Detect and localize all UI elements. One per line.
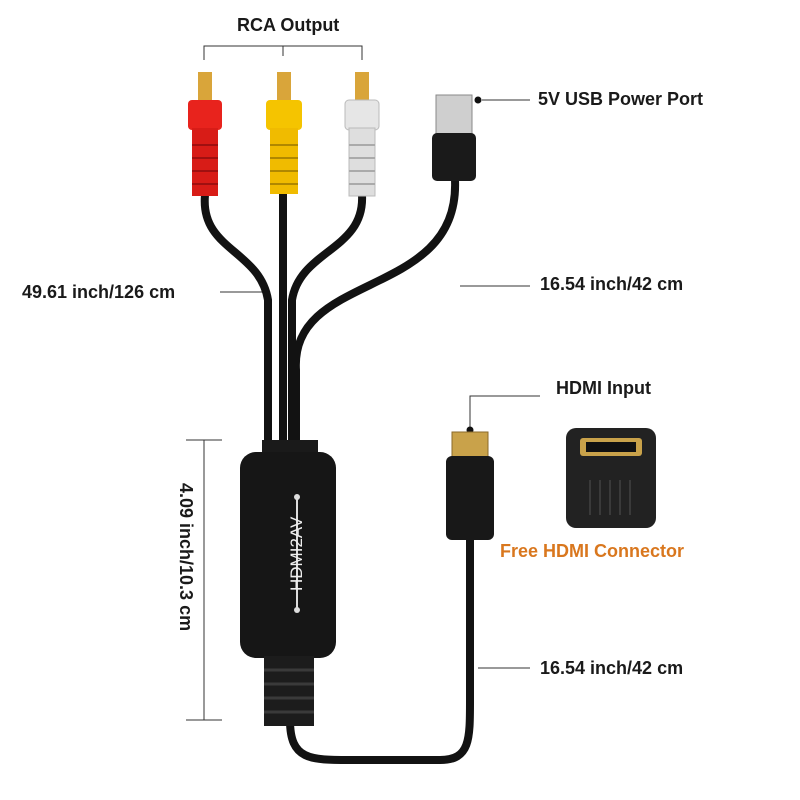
box-length-label: 4.09 inch/10.3 cm: [176, 483, 196, 632]
cables: [200, 176, 474, 764]
hdmi-input-label: HDMI Input: [556, 378, 651, 398]
hdmi-length-label: 16.54 inch/42 cm: [540, 658, 684, 678]
rca-yellow-plug: [266, 72, 302, 194]
usb-power-label: 5V USB Power Port: [538, 89, 704, 109]
rca-white-plug: [344, 72, 380, 197]
rca-length-label: 49.61 inch/126 cm: [22, 282, 176, 302]
usb-plug: [432, 94, 476, 181]
dimension-lines: [186, 45, 540, 721]
usb-pointer-dot: [474, 96, 482, 104]
converter-box: [240, 440, 336, 726]
usb-length-label: 16.54 inch/42 cm: [540, 274, 684, 294]
hdmi-plug: [446, 431, 494, 540]
brand-label: HDMI2AV: [287, 516, 306, 591]
free-connector-label: Free HDMI Connector: [500, 541, 685, 561]
rca-output-label: RCA Output: [237, 15, 340, 35]
hdmi-female-connector: [566, 428, 656, 528]
rca-red-plug: [188, 72, 222, 196]
